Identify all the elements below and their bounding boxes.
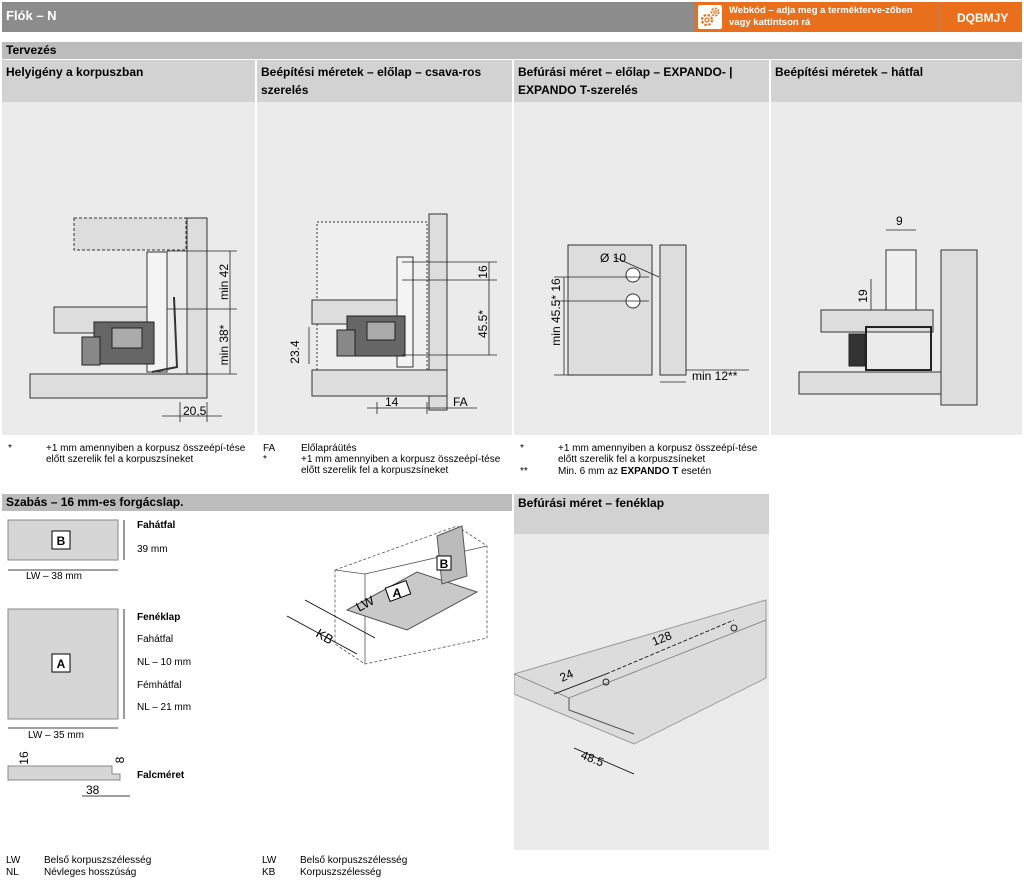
- label-lw-38: LW – 38 mm: [26, 571, 82, 582]
- webcode-button[interactable]: Webkód – adja meg a termékterve-zőben va…: [695, 2, 939, 32]
- label-39mm: 39 mm: [137, 544, 168, 555]
- label-b-box: [51, 530, 71, 550]
- cutting-drawing: B Fahátfal 39 mm LW – 38 mm A Fenéklap F…: [7, 519, 191, 797]
- dim-20-5: 20,5: [183, 404, 207, 418]
- dim-min-12: min 12**: [692, 369, 738, 383]
- dim-falc-8: 8: [113, 756, 127, 763]
- label-a: A: [57, 657, 66, 671]
- dim-9: 9: [896, 214, 903, 228]
- dim-min-38: min 38*: [217, 324, 231, 365]
- dim-fa: FA: [453, 395, 468, 409]
- drawer-3d-drawing: A B LW KB: [286, 525, 488, 665]
- panel-space: min 42 min 38* 20,5: [2, 102, 255, 435]
- label-lw-35: LW – 35 mm: [28, 730, 84, 741]
- label-fahatfal: Fahátfal: [137, 520, 176, 531]
- panel-bottom-drilling: 128 24 48.5: [513, 534, 769, 850]
- front-screw-drawing: 16 45.5* 23.4 14 FA: [288, 213, 497, 414]
- note-text: +1 mm amennyiben a korpusz összeépí-tése…: [301, 454, 501, 476]
- drawer-label-b: B: [440, 557, 449, 571]
- webcode-text: Webkód – adja meg a termékterve-zőben va…: [729, 5, 913, 28]
- panel-title-front-screw: Beépítési méretek – előlap – csava-ros s…: [257, 60, 512, 102]
- label-fahatfal-2: Fahátfal: [137, 634, 173, 645]
- back-drawing: 9 19: [798, 214, 978, 406]
- dim-falc-38: 38: [86, 783, 100, 797]
- dim-48-5: 48.5: [579, 748, 606, 770]
- note-text: +1 mm amennyiben a korpusz összeépí-tése…: [46, 443, 246, 465]
- dim-14: 14: [385, 395, 399, 409]
- panel-title-back: Beépítési méretek – hátfal: [771, 60, 1022, 102]
- note-text: Min. 6 mm az EXPANDO T esetén: [558, 466, 712, 477]
- section-cutting: Szabás – 16 mm-es forgácslap.: [2, 494, 512, 511]
- panel-cutting: B Fahátfal 39 mm LW – 38 mm A Fenéklap F…: [2, 512, 255, 850]
- label-femhatfal: Fémhátfal: [137, 680, 181, 691]
- label-a-box: [51, 653, 71, 673]
- note-text: Előlapráütés: [301, 443, 357, 454]
- label-nl-21: NL – 21 mm: [137, 702, 191, 713]
- drawer-label-a: A: [393, 586, 402, 600]
- notes-back: [771, 437, 1022, 483]
- space-drawing: min 42 min 38* 20,5: [29, 217, 237, 422]
- dim-24: 24: [558, 666, 576, 684]
- panel-title-space: Helyigény a korpuszban: [2, 60, 255, 102]
- panel-back: 9 19: [771, 102, 1022, 435]
- webcode-value[interactable]: DQBMJY: [940, 2, 1022, 32]
- section-bottom-drilling: Befúrási méret – fenéklap: [514, 494, 769, 534]
- dim-falc-16: 16: [17, 751, 31, 765]
- panel-drawer-3d: A B LW KB: [257, 512, 512, 850]
- notes-space: * +1 mm amennyiben a korpusz összeépí-té…: [2, 437, 255, 483]
- bottom-drilling-drawing: 128 24 48.5: [513, 599, 767, 775]
- front-expando-drawing: Ø 10 min 45.5* 16 min 12**: [549, 244, 749, 383]
- dim-45-5: 45.5*: [476, 310, 490, 338]
- drawer-label-kb: KB: [314, 626, 337, 648]
- panel-front-expando: Ø 10 min 45.5* 16 min 12**: [514, 102, 769, 435]
- page-title: Flók – N: [6, 8, 57, 23]
- dim-min-45-5-16: min 45.5* 16: [549, 278, 563, 346]
- panel-title-front-expando: Befúrási méret – előlap – EXPANDO- | EXP…: [514, 60, 769, 102]
- panel-front-screw: 16 45.5* 23.4 14 FA: [257, 102, 512, 435]
- dim-min-42: min 42: [217, 264, 231, 300]
- label-b: B: [57, 534, 66, 548]
- dim-16: 16: [476, 265, 490, 279]
- section-planning: Tervezés: [2, 42, 1022, 59]
- label-nl-10: NL – 10 mm: [137, 657, 191, 668]
- dim-23-4: 23.4: [288, 340, 302, 364]
- label-feneklap: Fenéklap: [137, 612, 180, 623]
- gear-icon: [698, 5, 722, 29]
- notes-front-expando: * +1 mm amennyiben a korpusz összeépí-té…: [514, 437, 769, 483]
- label-falcmeret: Falcméret: [137, 770, 185, 781]
- notes-front-screw: FA Előlapráütés * +1 mm amennyiben a kor…: [257, 437, 512, 483]
- dim-dia-10: Ø 10: [600, 251, 626, 265]
- dim-19: 19: [856, 289, 870, 303]
- note-text: +1 mm amennyiben a korpusz összeépí-tése…: [558, 443, 758, 465]
- falc-shape: [7, 765, 121, 781]
